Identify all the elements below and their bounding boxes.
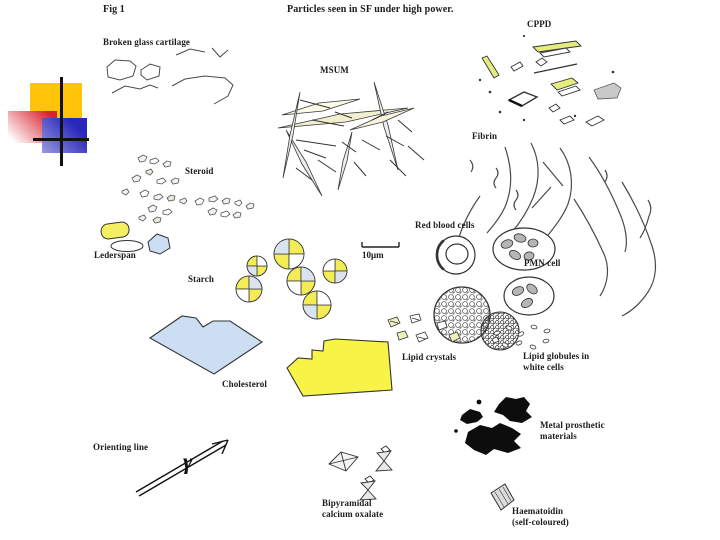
steroid-fragments-drawing [121, 154, 255, 224]
metal-prosthetic-drawing [454, 397, 532, 455]
orienting-line-arrow [135, 439, 229, 497]
figure-title: Particles seen in SF under high power. [287, 4, 454, 15]
broken-glass-cartilage-drawing [106, 47, 234, 105]
label-msum: MSUM [320, 65, 349, 75]
label-broken-glass-cartilage: Broken glass cartilage [103, 37, 191, 47]
label-haematoidin: Haematoidin (self-coloured) [512, 506, 569, 527]
label-red-blood-cells: Red blood cells [415, 220, 475, 230]
lipid-crystals-drawing [387, 313, 500, 344]
label-cppd: CPPD [527, 19, 552, 29]
label-orienting-line: Orienting line [93, 442, 149, 452]
starch-granules-drawing [235, 238, 348, 320]
label-pmn-cell: PMN cell [524, 258, 561, 268]
logo-horizontal-line [33, 138, 89, 141]
label-lipid-crystals: Lipid crystals [402, 352, 457, 362]
calcium-oxalate-drawing [328, 445, 393, 501]
scale-bar-label: 10μm [362, 250, 384, 260]
red-blood-cell-drawing [435, 235, 476, 275]
pmn-cells-drawing [492, 227, 556, 316]
slide-template-logo [0, 70, 100, 180]
cholesterol-plates-drawing [148, 315, 393, 397]
scale-bar [361, 242, 400, 248]
logo-blue-square [42, 118, 87, 153]
label-bipyramidal-calcium-oxalate: Bipyramidal calcium oxalate [322, 498, 384, 519]
lipid-globules-drawing [493, 324, 551, 350]
cppd-crystals-drawing [478, 34, 622, 127]
fig-number-label: Fig 1 [103, 4, 125, 15]
logo-vertical-line [60, 77, 63, 166]
fibrin-strands-drawing [456, 142, 657, 317]
label-metal-prosthetic: Metal prosthetic materials [540, 420, 605, 441]
lederspan-drawing [100, 221, 171, 255]
label-lederspan: Lederspan [94, 250, 136, 260]
label-steroid: Steroid [185, 166, 214, 176]
label-lipid-globules: Lipid globules in white cells [523, 351, 590, 372]
label-cholesterol: Cholesterol [222, 379, 267, 389]
label-fibrin: Fibrin [472, 131, 498, 141]
haematoidin-drawing [490, 483, 515, 511]
label-starch: Starch [188, 274, 214, 284]
msum-crystals-drawing [277, 81, 425, 197]
gamma-symbol: γ [183, 449, 193, 474]
lipid-laden-cells-drawing [433, 286, 520, 351]
